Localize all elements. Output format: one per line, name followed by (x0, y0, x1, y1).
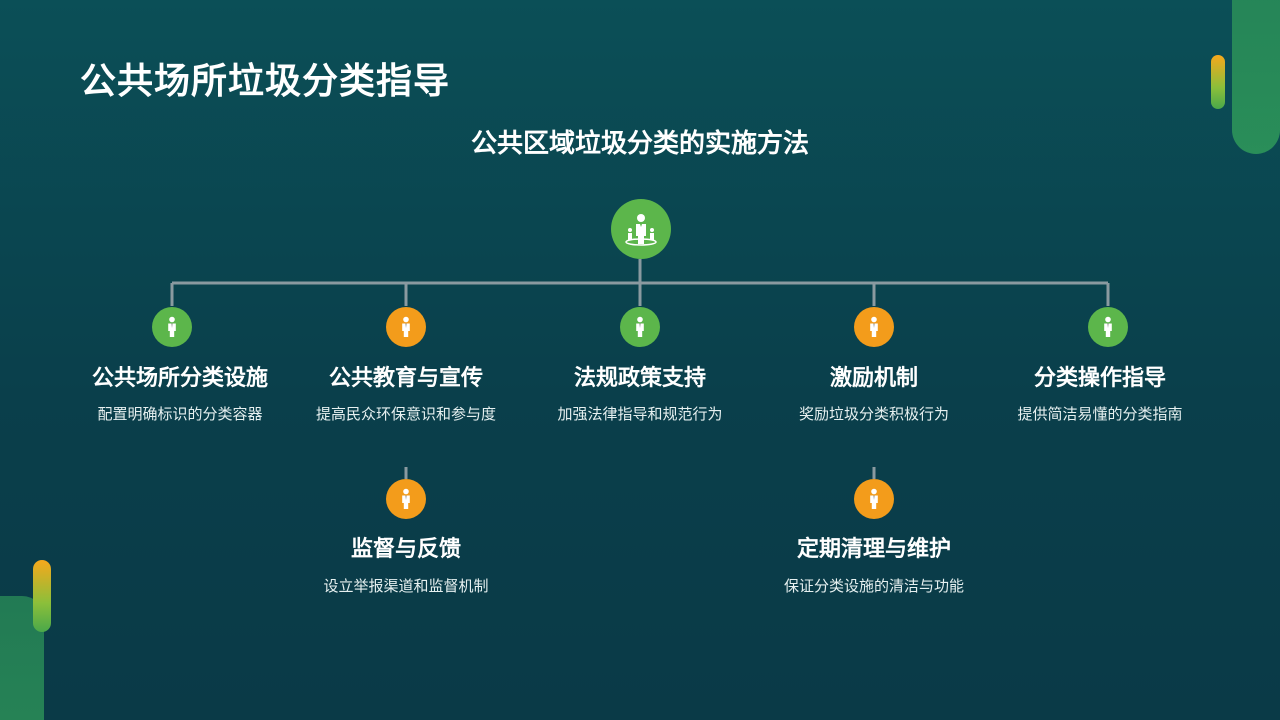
people-group-icon (625, 214, 657, 246)
person-icon (402, 488, 410, 509)
node-title: 监督与反馈 (350, 537, 461, 562)
node-icon-circle (386, 307, 426, 347)
diagram-title: 公共区域垃圾分类的实施方法 (470, 129, 809, 159)
decorative-shape-top-right (1232, 0, 1280, 154)
node-icon-circle (854, 307, 894, 347)
person-icon (1104, 316, 1112, 337)
person-icon (402, 316, 410, 337)
node-description: 加强法律指导和规范行为 (557, 405, 723, 423)
node-icon-circle (620, 307, 660, 347)
node-title: 法规政策支持 (573, 366, 706, 391)
node-title: 分类操作指导 (1033, 366, 1166, 391)
node-icon-circle (854, 479, 894, 519)
person-icon (870, 316, 878, 337)
root-node (611, 199, 671, 259)
node-icon-circle (152, 307, 192, 347)
decorative-pill-bottom-left (33, 560, 51, 632)
node-description: 配置明确标识的分类容器 (97, 405, 263, 423)
person-icon (636, 316, 644, 337)
node-icon-circle (1088, 307, 1128, 347)
node-description: 设立举报渠道和监督机制 (323, 577, 489, 595)
node-title: 定期清理与维护 (796, 537, 951, 562)
node-title: 公共场所分类设施 (91, 366, 268, 391)
node-description: 提供简洁易懂的分类指南 (1017, 405, 1183, 423)
page-title: 公共场所垃圾分类指导 (80, 61, 451, 102)
person-icon (870, 488, 878, 509)
node-title: 公共教育与宣传 (328, 366, 483, 391)
node-description: 奖励垃圾分类积极行为 (798, 405, 949, 423)
person-icon (168, 316, 176, 337)
decorative-pill-top-right (1211, 55, 1225, 109)
node-description: 提高民众环保意识和参与度 (315, 405, 496, 423)
node-icon-circle (386, 479, 426, 519)
node-description: 保证分类设施的清洁与功能 (783, 577, 964, 595)
node-title: 激励机制 (829, 366, 918, 391)
